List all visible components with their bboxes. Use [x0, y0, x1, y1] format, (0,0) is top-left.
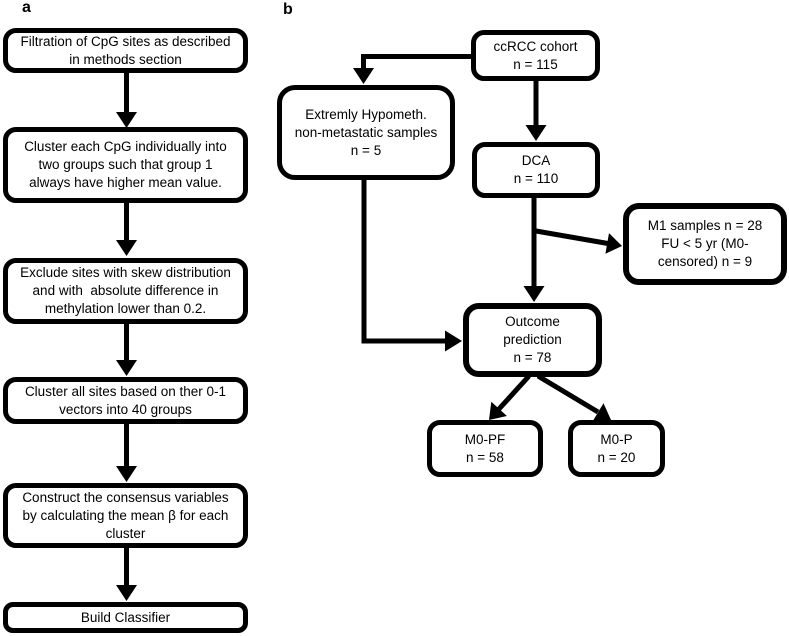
- flow-box-line: M0-P: [600, 431, 633, 447]
- arrow-cluster-all-to-construct: [116, 424, 137, 482]
- arrow-cluster-each-to-exclude: [116, 203, 137, 256]
- flow-box-cluster-all-sites: Cluster all sites based on ther 0-1 vect…: [3, 377, 248, 424]
- flow-box-line: Extremly Hypometh.: [305, 106, 427, 122]
- flow-box-line: two groups such that group 1: [38, 157, 213, 172]
- flow-box-line: n = 115: [513, 56, 558, 72]
- flow-box-m0-pf: M0-PF n = 58: [427, 420, 543, 477]
- arrow-filtration-to-cluster-each: [116, 73, 137, 128]
- arrow-construct-to-build: [116, 548, 137, 601]
- arrow-outcome-to-m0pf: [489, 374, 531, 420]
- arrow-hypometh-to-outcome: [361, 180, 462, 352]
- flow-box-line: prediction: [503, 332, 562, 347]
- flow-box-line: ccRCC cohort: [493, 38, 578, 54]
- flow-box-line: Construct the consensus variables: [22, 489, 229, 505]
- flow-box-m1-samples: M1 samples n = 28 FU < 5 yr (M0- censore…: [623, 203, 787, 285]
- flow-box-ccrcc-cohort: ccRCC cohort n = 115: [471, 30, 600, 81]
- flow-box-m0-p: M0-P n = 20: [568, 420, 665, 477]
- panel-b-label: b: [283, 1, 293, 18]
- flow-box-line: always have higher mean value.: [29, 175, 222, 190]
- flow-box-line: Filtration of CpG sites as described: [20, 33, 231, 49]
- flow-box-line: M0-PF: [464, 431, 506, 447]
- flow-box-filtration: Filtration of CpG sites as described in …: [3, 28, 248, 73]
- flow-box-line: n = 5: [350, 142, 382, 158]
- flow-box-line: DCA: [521, 153, 551, 168]
- flow-box-construct-consensus: Construct the consensus variables by cal…: [3, 483, 248, 548]
- arrow-dca-to-m1-samples: [535, 228, 622, 254]
- flow-box-cluster-each-cpg: Cluster each CpG individually into two g…: [3, 127, 248, 203]
- arrow-cohort-to-hypometh: [353, 54, 471, 84]
- flow-box-exclude-sites: Exclude sites with skew distribution and…: [3, 258, 248, 324]
- arrow-outcome-to-m0p: [536, 373, 611, 422]
- arrow-dca-to-outcome: [523, 198, 545, 302]
- flow-box-line: non-metastatic samples: [294, 124, 438, 140]
- flow-box-line: and with absolute difference in: [32, 283, 219, 298]
- flow-box-line: in methods section: [69, 51, 182, 67]
- flow-box-extremely-hypometh: Extremly Hypometh. non-metastatic sample…: [277, 85, 455, 180]
- panel-a-label: a: [22, 0, 31, 16]
- flow-box-line: Exclude sites with skew distribution: [20, 265, 231, 280]
- flow-box-line: methylation lower than 0.2.: [44, 301, 207, 316]
- flow-box-build-classifier: Build Classifier: [3, 602, 248, 633]
- flow-box-line: vectors into 40 groups: [59, 401, 192, 417]
- flow-box-line: censored) n = 9: [657, 254, 753, 269]
- flow-box-line: FU < 5 yr (M0-: [661, 236, 749, 251]
- flow-box-outcome-prediction: Outcome prediction n = 78: [463, 303, 602, 377]
- flow-box-line: by calculating the mean β for each: [22, 507, 229, 523]
- flow-box-line: M1 samples n = 28: [647, 218, 763, 233]
- flow-box-line: Outcome: [505, 314, 560, 329]
- flow-box-line: n = 78: [513, 350, 552, 365]
- flow-box-line: Build Classifier: [80, 609, 171, 625]
- flow-box-line: n = 58: [466, 449, 504, 465]
- flow-box-line: cluster: [105, 525, 146, 541]
- arrow-cohort-to-dca: [525, 81, 547, 141]
- flow-box-line: n = 110: [513, 171, 559, 186]
- flow-box-line: n = 20: [597, 449, 636, 465]
- flow-box-dca: DCA n = 110: [472, 142, 600, 198]
- flow-box-line: Cluster all sites based on ther 0-1: [24, 383, 227, 399]
- flow-box-line: Cluster each CpG individually into: [24, 139, 227, 154]
- arrow-exclude-to-cluster-all: [116, 324, 137, 376]
